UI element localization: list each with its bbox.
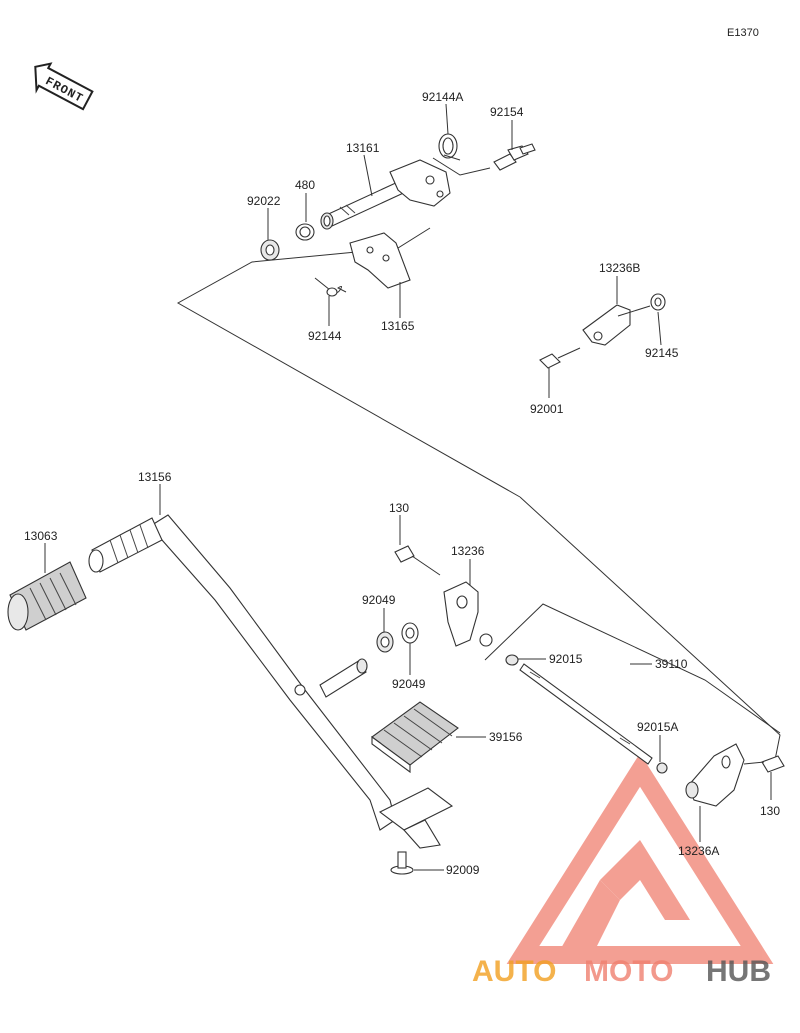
bolt-92009 <box>390 851 414 875</box>
shift-shaft-assembly <box>260 133 536 297</box>
label-39156: 39156 <box>489 730 523 744</box>
watermark-logo <box>506 753 774 964</box>
tie-rod-assembly <box>505 654 668 774</box>
label-92049-lower: 92049 <box>392 677 426 691</box>
label-92015: 92015 <box>549 652 583 666</box>
label-39110: 39110 <box>655 657 688 671</box>
label-13156: 13156 <box>138 470 172 484</box>
label-13236A: 13236A <box>678 844 719 858</box>
label-13165: 13165 <box>381 319 415 333</box>
label-13161: 13161 <box>346 141 380 155</box>
label-130-upper: 130 <box>389 501 409 515</box>
watermark-wordmark: AUTO MOTO HUB <box>472 955 771 988</box>
label-92009: 92009 <box>446 863 480 877</box>
label-13063: 13063 <box>24 529 58 543</box>
label-480: 480 <box>295 178 315 192</box>
label-92145: 92145 <box>645 346 679 360</box>
heel-rubber-pad <box>371 701 459 774</box>
label-13236B: 13236B <box>599 261 640 275</box>
label-13236: 13236 <box>451 544 485 558</box>
watermark-hub: HUB <box>706 955 771 988</box>
end-link-13236a-assembly <box>685 743 785 807</box>
watermark-moto: MOTO <box>584 955 673 988</box>
shift-pedal <box>7 514 454 849</box>
label-92049-upper: 92049 <box>362 593 396 607</box>
watermark-auto: AUTO <box>472 955 556 988</box>
link-arm-13236-assembly <box>376 545 493 653</box>
label-92154: 92154 <box>490 105 524 119</box>
bracket-13236b-assembly <box>539 293 666 369</box>
front-direction-badge: FRONT <box>34 62 94 111</box>
label-92144A: 92144A <box>422 90 463 104</box>
diagram-code: E1370 <box>727 27 759 39</box>
label-130-lower: 130 <box>760 804 780 818</box>
label-92144: 92144 <box>308 329 342 343</box>
reference-lines <box>176 157 781 761</box>
label-92001: 92001 <box>530 402 564 416</box>
label-92022: 92022 <box>247 194 281 208</box>
label-92015A: 92015A <box>637 720 678 734</box>
leader-lines <box>44 103 772 871</box>
